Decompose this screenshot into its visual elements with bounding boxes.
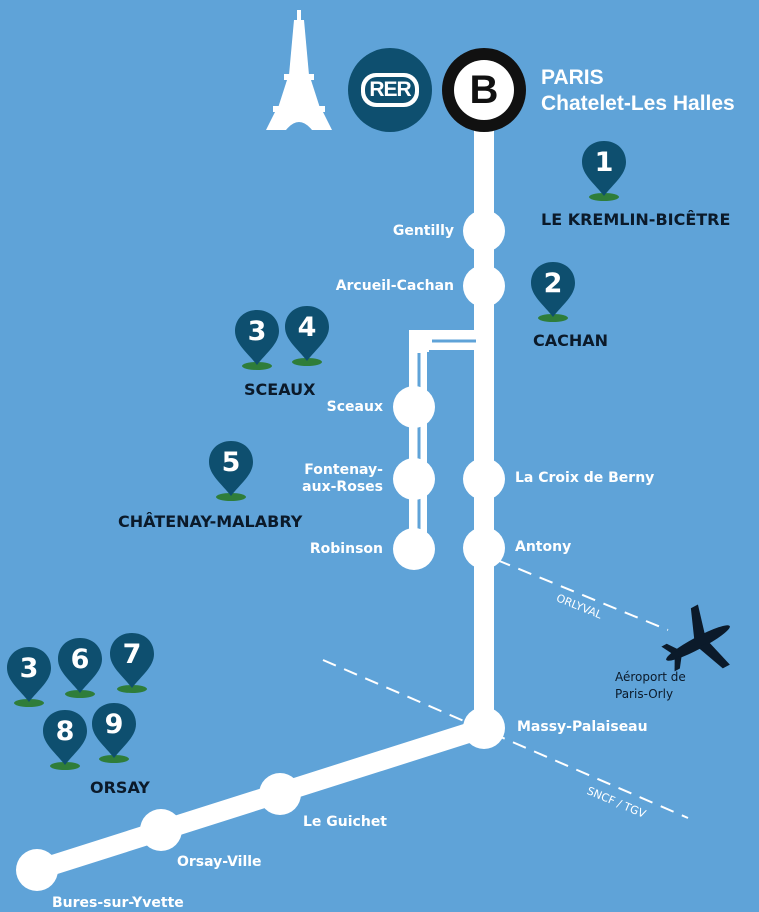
station-label-la-croix-de-berny: La Croix de Berny (515, 470, 655, 486)
terminus-line-2: Chatelet-Les Halles (541, 92, 735, 115)
area-le-kremlin-bicetre: LE KREMLIN-BICÊTRE (541, 210, 731, 229)
station-label-bures-sur-yvette: Bures-sur-Yvette (52, 895, 184, 911)
station-label-massy-palaiseau: Massy-Palaiseau (517, 719, 648, 735)
marker-number: 5 (221, 447, 241, 478)
station-label-orsay-ville: Orsay-Ville (177, 854, 262, 870)
terminus-line-1: PARIS (541, 66, 604, 89)
station-dot-arcueil-cachan (463, 265, 505, 307)
rer-logo-text: RER (369, 78, 411, 101)
marker-number: 2 (543, 268, 563, 299)
station-label-antony: Antony (515, 539, 572, 555)
station-dot-gentilly (463, 210, 505, 252)
area-cachan: CACHAN (533, 331, 609, 350)
orlyval-line (496, 559, 669, 631)
line-b-logo-text: B (469, 68, 499, 112)
airplane-icon (661, 604, 730, 672)
area-chatenay-malabry: CHÂTENAY-MALABRY (118, 512, 303, 531)
map-pin-icon[interactable]: 7 (109, 633, 155, 695)
station-label-arcueil-cachan: Arcueil-Cachan (335, 278, 454, 294)
station-dot-orsay-ville (140, 809, 182, 851)
marker-number: 1 (594, 147, 614, 178)
map-pin-icon[interactable]: 3 (234, 310, 280, 372)
station-label-fontenay-2: aux-Roses (302, 479, 383, 495)
station-label-gentilly: Gentilly (392, 223, 454, 239)
station-dot-la-croix-de-berny (463, 458, 505, 500)
station-dot-antony (463, 527, 505, 569)
sncf-tgv-line (322, 659, 689, 819)
airport-label-1: Aéroport de (615, 670, 686, 684)
station-label-le-guichet: Le Guichet (303, 814, 387, 830)
station-dot-robinson (393, 528, 435, 570)
area-sceaux: SCEAUX (244, 380, 316, 399)
map-pin-icon[interactable]: 8 (42, 710, 88, 772)
station-dot-massy-palaiseau (463, 707, 505, 749)
marker-number: 4 (297, 312, 317, 343)
marker-number: 6 (70, 644, 90, 675)
station-dot-bures-sur-yvette (16, 849, 58, 891)
area-orsay: ORSAY (90, 778, 150, 797)
marker-number: 7 (122, 639, 142, 670)
station-label-sceaux: Sceaux (326, 399, 383, 415)
station-label-robinson: Robinson (309, 541, 383, 557)
marker-number: 3 (247, 316, 267, 347)
marker-number: 8 (55, 716, 75, 747)
airport-label-2: Paris-Orly (615, 687, 674, 701)
eiffel-tower-icon (266, 10, 332, 130)
station-dot-fontenay (393, 458, 435, 500)
station-dot-sceaux (393, 386, 435, 428)
map-pin-icon[interactable]: 2 (530, 262, 576, 324)
map-pin-icon[interactable]: 1 (581, 141, 627, 203)
map-pin-icon[interactable]: 4 (284, 306, 330, 368)
map-pin-icon[interactable]: 5 (208, 441, 254, 503)
marker-number: 9 (104, 709, 124, 740)
map-pin-icon[interactable]: 3 (6, 647, 52, 709)
map-pin-icon[interactable]: 9 (91, 703, 137, 765)
station-label-fontenay-1: Fontenay- (304, 462, 383, 478)
marker-number: 3 (19, 653, 39, 684)
station-dot-le-guichet (259, 773, 301, 815)
map-pin-icon[interactable]: 6 (57, 638, 103, 700)
